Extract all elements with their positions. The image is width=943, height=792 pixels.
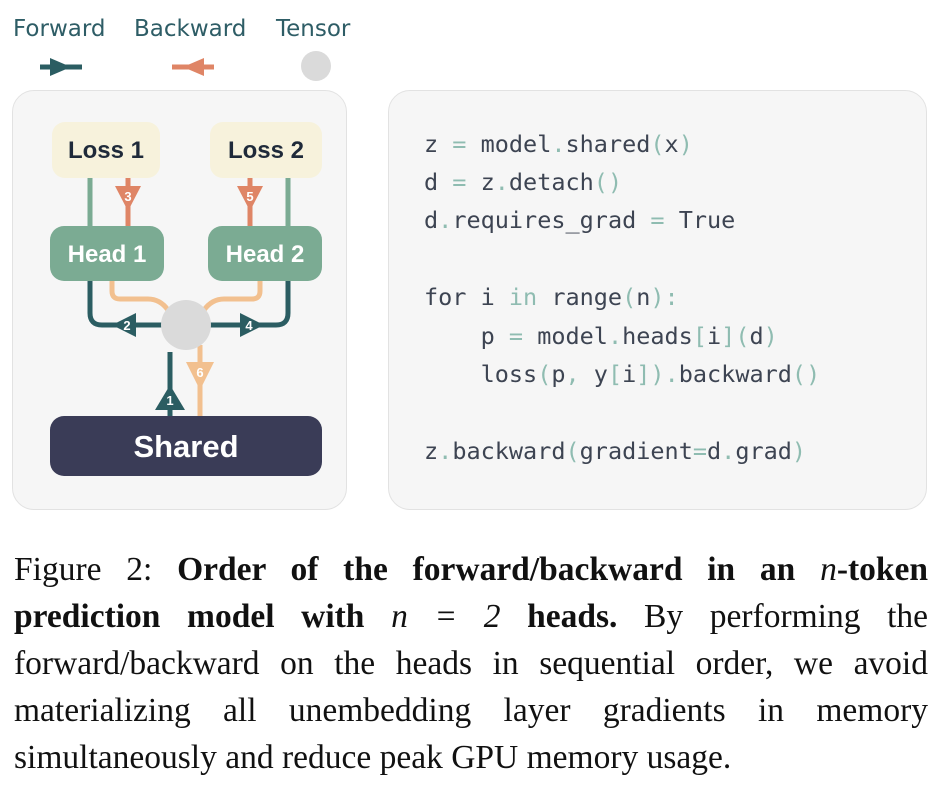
step-4-label: 4: [245, 318, 253, 333]
step-5-label: 5: [246, 189, 253, 204]
head2-box: [208, 226, 322, 281]
loss2-label: Loss 2: [228, 137, 304, 164]
flow-diagram: Loss 1 Loss 2 Head 1 Head 2 Shared 1 2 3…: [50, 122, 322, 476]
loss2-box: [210, 122, 322, 178]
code-line-3: d.requires_grad = True: [424, 206, 736, 234]
step-6-label: 6: [196, 365, 203, 380]
step-6-arrow: [186, 362, 214, 390]
head1-box: [50, 226, 164, 281]
code-line-6: p = model.heads[i](d): [424, 322, 778, 350]
legend-backward-label: Backward: [134, 16, 247, 42]
caption-body: By performing the forward/backward on th…: [14, 598, 929, 776]
forward-path-head1: [87, 281, 162, 328]
step-1-arrow: [155, 385, 185, 410]
code-line-2: d = z.detach(): [424, 168, 623, 196]
shared-box: [50, 416, 322, 476]
step-2-label: 2: [123, 318, 130, 333]
legend-forward-label: Forward: [13, 16, 106, 42]
code-line-5: for i in range(n):: [424, 283, 679, 311]
shared-label: Shared: [133, 429, 238, 464]
code-line-1: z = model.shared(x): [424, 130, 693, 158]
step-3-label: 3: [124, 189, 131, 204]
head1-label: Head 1: [68, 241, 147, 268]
step-4-arrow: [240, 313, 264, 337]
step-3-arrow: [115, 186, 141, 211]
tensor-circle-icon: [301, 51, 331, 81]
code-line-7: loss(p, y[i]).backward(): [424, 360, 821, 388]
code-line-9: z.backward(gradient=d.grad): [424, 437, 807, 465]
figure-caption: Figure 2: Order of the forward/backward …: [14, 546, 928, 781]
code-panel: [388, 90, 927, 510]
forward-arrow-icon: [40, 58, 82, 76]
loss1-label: Loss 1: [68, 137, 144, 164]
forward-path-head2: [210, 281, 291, 328]
step-2-arrow: [112, 313, 136, 337]
legend-tensor-label: Tensor: [276, 16, 351, 42]
backward-arrow-icon: [172, 58, 214, 76]
step-5-arrow: [237, 186, 263, 211]
legend-symbols: [40, 51, 331, 81]
caption-label: Figure 2:: [14, 551, 153, 588]
caption-title: Order of the forward/backward in an n-to…: [14, 551, 929, 635]
tensor-node: [161, 300, 211, 350]
step-1-label: 1: [166, 393, 173, 408]
backward-path-head1: [109, 281, 171, 312]
backward-path-head2: [201, 281, 263, 312]
loss1-box: [52, 122, 160, 178]
head2-label: Head 2: [226, 241, 305, 268]
